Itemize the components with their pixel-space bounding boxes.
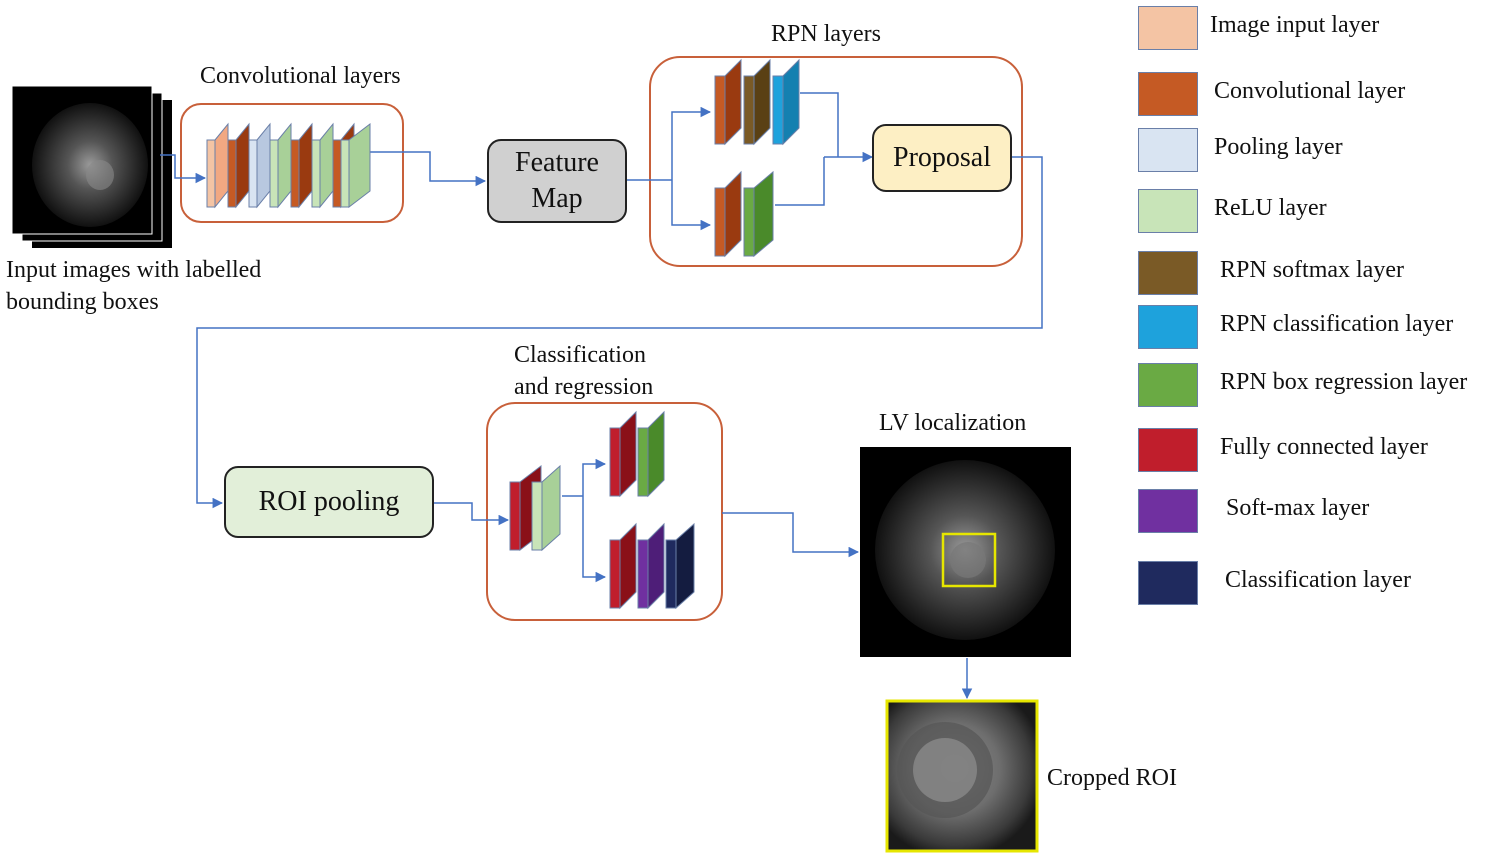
rpn-conv-slab (714, 58, 742, 146)
roi-pooling-label: ROI pooling (258, 486, 400, 517)
legend-label: ReLU layer (1214, 195, 1327, 221)
legend-swatch (1138, 561, 1198, 605)
relu-layer-slab (269, 122, 292, 209)
conv-layer-slabs (206, 122, 371, 209)
fc-slab (609, 522, 637, 610)
legend-label: Convolutional layer (1214, 78, 1406, 104)
legend-item-softmax: Soft-max layer (1138, 489, 1498, 535)
rpn-conv-slab (714, 170, 742, 258)
legend-label: Classification layer (1225, 567, 1411, 593)
roi-highlight-box (941, 532, 997, 588)
legend-swatch (1138, 128, 1198, 172)
input-image-stack (11, 85, 172, 248)
box-regression-slab (637, 410, 665, 498)
legend-item-classification: Classification layer (1138, 561, 1498, 607)
classification-slab (665, 522, 695, 610)
classification-title: Classification and regression (514, 342, 654, 400)
classification-container (486, 402, 723, 621)
legend-item-rpn-softmax: RPN softmax layer (1138, 251, 1498, 297)
rpn-layers-title: RPN layers (771, 21, 881, 47)
legend-item-rpn-classification: RPN classification layer (1138, 305, 1498, 351)
input-caption: Input images with labelled bounding boxe… (6, 257, 262, 315)
legend-label: RPN box regression layer (1220, 369, 1468, 395)
legend-swatch (1138, 363, 1198, 407)
legend-swatch (1138, 428, 1198, 472)
conv-layers-title: Convolutional layers (200, 63, 401, 89)
lv-localization-title: LV localization (879, 410, 1027, 436)
legend-swatch (1138, 251, 1198, 295)
rpn-box-regression-slab (743, 170, 774, 258)
legend-label: RPN classification layer (1220, 311, 1454, 337)
conv-layer-slab (290, 122, 313, 209)
rpn-softmax-slab (743, 58, 771, 146)
legend-item-pooling: Pooling layer (1138, 128, 1498, 174)
feature-map-box: Feature Map (487, 139, 627, 223)
rpn-slabs (714, 58, 800, 258)
cropped-roi-title: Cropped ROI (1047, 765, 1177, 791)
proposal-label: Proposal (893, 142, 991, 173)
feature-map-label: Feature Map (515, 147, 599, 214)
legend-label: Fully connected layer (1220, 434, 1428, 460)
legend-item-relu: ReLU layer (1138, 189, 1498, 235)
legend-item-fully-connected: Fully connected layer (1138, 428, 1498, 474)
conv-layer-slab (227, 122, 250, 209)
cropped-roi-image (885, 699, 1039, 853)
proposal-box: Proposal (872, 124, 1012, 192)
connectors (160, 92, 1043, 700)
legend-swatch (1138, 489, 1198, 533)
conv-layers-container (180, 103, 404, 223)
rpn-layers-container (649, 56, 1023, 267)
relu-layer-slab (311, 122, 334, 209)
fc-slab (609, 410, 637, 498)
softmax-slab (637, 522, 665, 610)
relu-layer-slab (340, 122, 371, 209)
legend-label: Soft-max layer (1226, 495, 1370, 521)
roi-pooling-box: ROI pooling (224, 466, 434, 538)
rpn-classification-slab (772, 58, 800, 146)
legend-label: Pooling layer (1214, 134, 1343, 160)
legend-swatch (1138, 6, 1198, 50)
legend-item-convolutional: Convolutional layer (1138, 72, 1498, 118)
legend-label: Image input layer (1210, 12, 1380, 38)
input-layer-slab (206, 122, 229, 209)
legend-item-image-input: Image input layer (1138, 6, 1498, 52)
lv-localization-image (860, 447, 1071, 657)
relu-slab (531, 464, 561, 552)
pool-layer-slab (248, 122, 271, 209)
legend-label: RPN softmax layer (1220, 257, 1404, 283)
legend-swatch (1138, 305, 1198, 349)
legend-swatch (1138, 72, 1198, 116)
legend-item-rpn-box-regression: RPN box regression layer (1138, 363, 1498, 409)
classification-slabs (509, 410, 695, 610)
legend-swatch (1138, 189, 1198, 233)
